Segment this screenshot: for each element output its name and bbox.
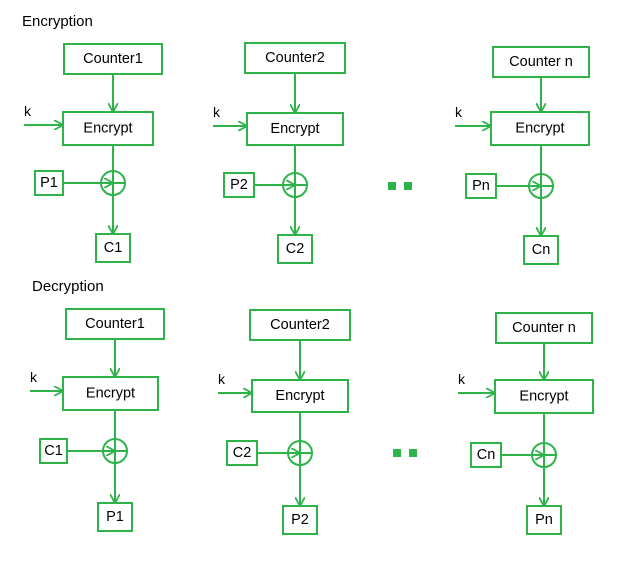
- input-label: Cn: [477, 447, 496, 463]
- counter-label: Counter1: [83, 51, 143, 67]
- output-box: [277, 234, 313, 264]
- encrypt-label: Encrypt: [270, 121, 319, 137]
- output-label: Pn: [535, 512, 553, 528]
- counter-box: [492, 46, 590, 78]
- key-label: k: [455, 104, 463, 120]
- counter-label: Counter1: [85, 316, 145, 332]
- encrypt-box: [62, 111, 154, 146]
- key-label: k: [24, 103, 32, 119]
- encrypt-box: [251, 379, 349, 413]
- output-box: [523, 235, 559, 265]
- counter-box: [244, 42, 346, 74]
- input-label: C2: [233, 445, 252, 461]
- output-box: [95, 233, 131, 263]
- input-label: P1: [40, 175, 58, 191]
- counter-box: [65, 308, 165, 340]
- input-label: P2: [230, 177, 248, 193]
- input-box: [465, 173, 497, 199]
- section-title: Decryption: [32, 278, 104, 295]
- ellipsis-icon: [388, 182, 412, 190]
- input-box: [470, 442, 502, 468]
- output-box: [97, 502, 133, 532]
- key-label: k: [218, 371, 226, 387]
- counter-label: Counter2: [265, 50, 325, 66]
- encrypt-box: [62, 376, 159, 411]
- key-label: k: [213, 104, 221, 120]
- output-box: [526, 505, 562, 535]
- counter-label: Counter n: [509, 54, 573, 70]
- output-label: P1: [106, 509, 124, 525]
- output-label: C2: [286, 241, 305, 257]
- input-label: C1: [44, 443, 63, 459]
- encrypt-label: Encrypt: [86, 386, 135, 402]
- output-label: P2: [291, 512, 309, 528]
- output-label: C1: [104, 240, 123, 256]
- encrypt-label: Encrypt: [519, 389, 568, 405]
- counter-label: Counter2: [270, 317, 330, 333]
- key-label: k: [458, 371, 466, 387]
- section-title: Encryption: [22, 13, 93, 30]
- input-label: Pn: [472, 178, 490, 194]
- output-label: Cn: [532, 242, 551, 258]
- ellipsis-icon: [393, 449, 417, 457]
- encrypt-label: Encrypt: [275, 388, 324, 404]
- counter-label: Counter n: [512, 320, 576, 336]
- output-box: [282, 505, 318, 535]
- key-label: k: [30, 369, 38, 385]
- encrypt-label: Encrypt: [83, 121, 132, 137]
- encrypt-label: Encrypt: [515, 121, 564, 137]
